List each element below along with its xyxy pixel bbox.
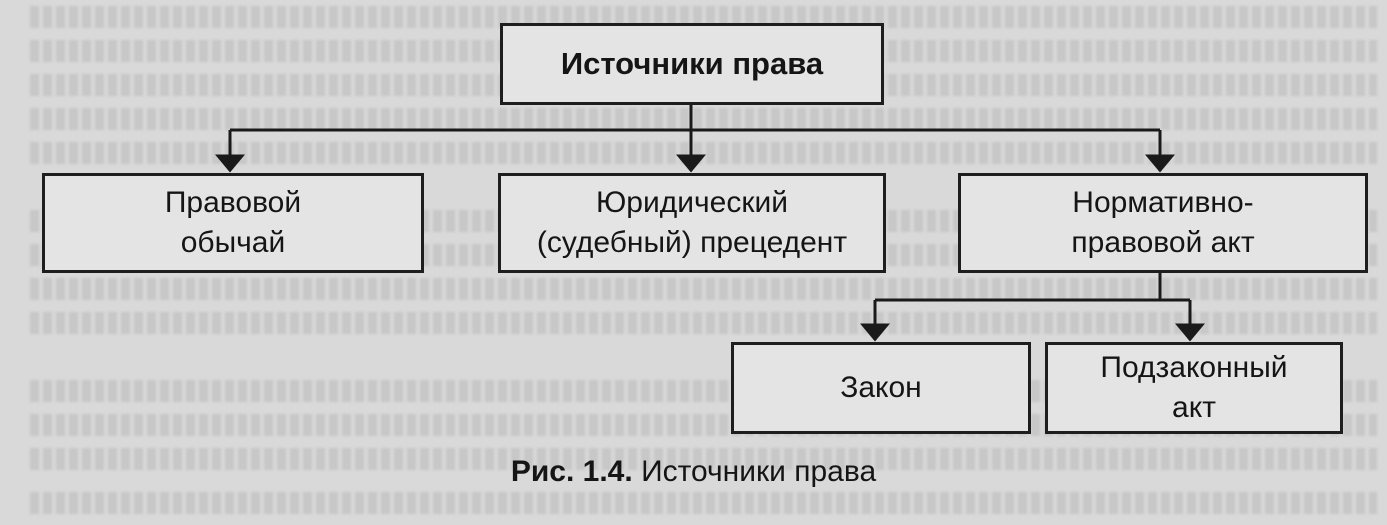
node-label-line: акт — [1172, 391, 1216, 424]
node-legal-custom: Правовой обычай — [42, 173, 424, 273]
node-label-line: обычай — [180, 226, 286, 259]
node-label-line: Правовой — [164, 186, 302, 219]
figure-caption: Рис. 1.4. Источники права — [0, 455, 1387, 489]
node-label-line: Подзаконный — [1100, 351, 1288, 384]
node-label-line: (судебный) прецедент — [536, 226, 848, 259]
node-bylaw: Подзаконный акт — [1045, 342, 1343, 434]
root-node: Источники права — [500, 23, 884, 105]
figure-title: Источники права — [641, 455, 877, 488]
node-label-line: правовой акт — [1071, 226, 1255, 259]
node-label-line: Нормативно- — [1072, 186, 1254, 219]
node-law: Закон — [731, 342, 1031, 434]
node-label-line: Юридический — [596, 186, 788, 219]
node-judicial-precedent: Юридический (судебный) прецедент — [498, 173, 886, 273]
node-label-line: Закон — [840, 371, 922, 404]
figure-number: Рис. 1.4. — [510, 455, 633, 488]
node-normative-legal-act: Нормативно- правовой акт — [958, 173, 1368, 273]
root-label: Источники права — [560, 46, 824, 81]
